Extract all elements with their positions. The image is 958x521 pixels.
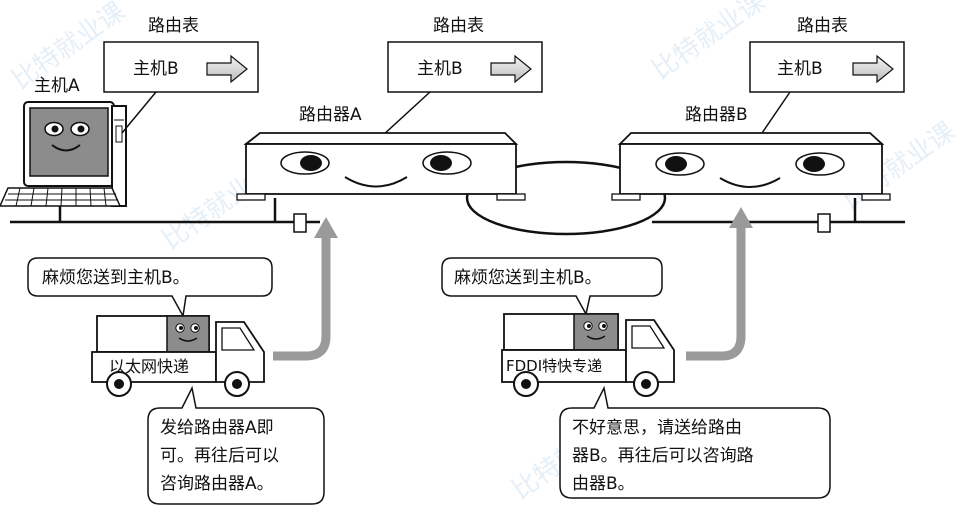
speech-bubble	[27, 257, 273, 319]
speech-text: 麻烦您送到主机B。	[454, 268, 602, 288]
forward-arrow-icon	[206, 54, 248, 84]
reply-line-3: 咨询路由器A。	[160, 474, 274, 494]
fddi-ring	[465, 160, 667, 236]
reply-line-1: 不好意思，请送给路由	[572, 418, 742, 438]
routing-table-3: 路由表 主机B	[749, 16, 905, 137]
reply-line-3: 由器B。	[572, 474, 635, 494]
router-a-reply-bubble: 发给路由器A即 可。再往后可以 咨询路由器A。	[147, 385, 325, 505]
truck-side-text: FDDI特快专递	[506, 357, 602, 375]
router-a: 路由器A	[236, 105, 526, 201]
routing-table-1: 路由表 主机B	[103, 16, 259, 134]
terminator-right	[817, 213, 831, 233]
routing-table-title: 路由表	[148, 16, 199, 36]
host-a-label: 主机A	[34, 76, 80, 96]
ethernet-truck: 麻烦您送到主机B。 以太网快递	[27, 257, 273, 397]
speech-text: 麻烦您送到主机B。	[42, 268, 190, 288]
routing-table-2: 路由表 主机B	[381, 16, 543, 137]
routing-table-title: 路由表	[433, 16, 484, 36]
host-a-computer: 主机A	[0, 76, 127, 207]
forward-arrow-icon	[852, 54, 894, 84]
routing-table-title: 路由表	[797, 16, 848, 36]
routing-table-entry: 主机B	[133, 59, 179, 79]
router-b-reply-bubble: 不好意思，请送给路由 器B。再往后可以咨询路 由器B。	[559, 385, 831, 499]
fddi-truck: 麻烦您送到主机B。 FDDI特快专递	[441, 257, 675, 397]
router-b-label: 路由器B	[685, 105, 748, 125]
router-a-label: 路由器A	[299, 105, 362, 125]
delivery-arrow-left	[273, 217, 338, 361]
routing-table-entry: 主机B	[777, 59, 823, 79]
routing-table-entry: 主机B	[417, 59, 463, 79]
reply-line-2: 可。再往后可以	[160, 446, 279, 466]
speech-bubble	[441, 257, 663, 317]
reply-line-1: 发给路由器A即	[160, 418, 274, 438]
truck-side-text: 以太网快递	[109, 357, 189, 376]
router-b: 路由器B	[611, 105, 891, 201]
ethernet-segment-left	[10, 198, 320, 233]
reply-line-2: 器B。再往后可以咨询路	[572, 446, 754, 466]
terminator-left	[293, 213, 307, 233]
forward-arrow-icon	[490, 54, 532, 84]
ethernet-segment-right	[652, 198, 905, 233]
delivery-arrow-right	[686, 207, 753, 361]
